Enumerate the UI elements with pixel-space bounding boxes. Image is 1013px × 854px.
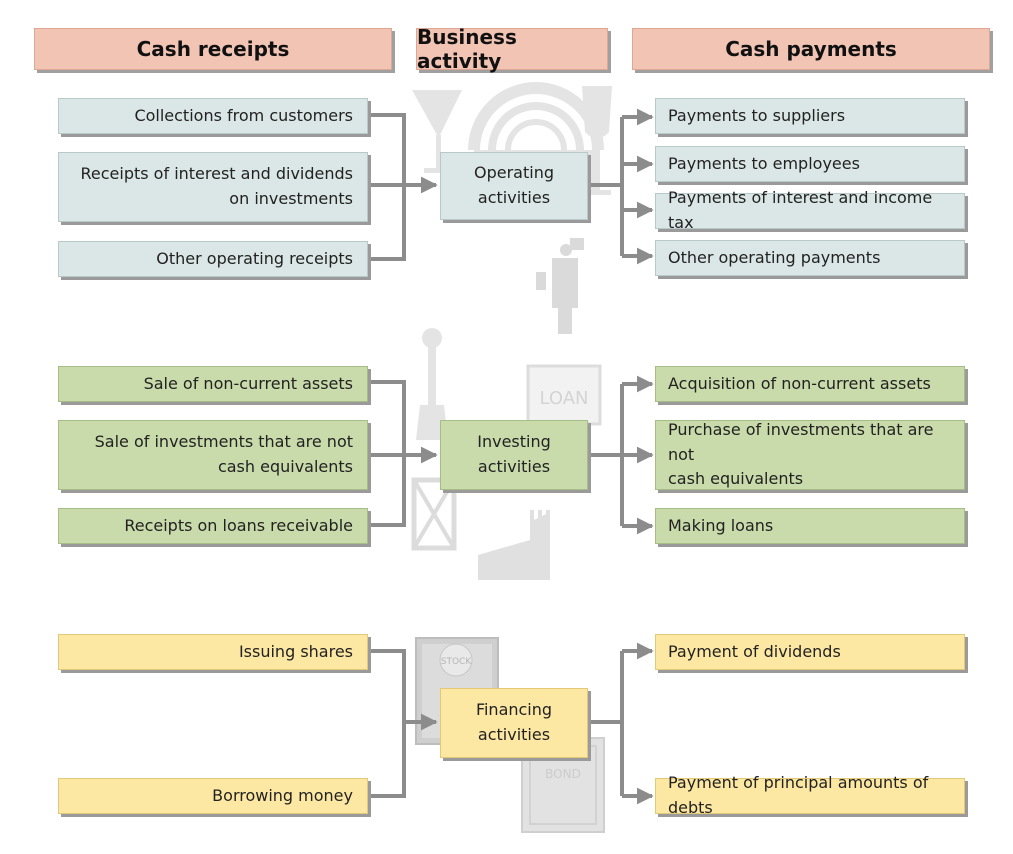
investing-activity-text: Investing activities (477, 432, 551, 476)
stock-certificate-text: STOCK (441, 657, 473, 667)
operating-payment-text: Payments of interest and income tax (668, 188, 933, 232)
investing-payment-box: Purchase of investments that are not cas… (655, 420, 965, 490)
waiter-icon (536, 238, 584, 334)
financing-receipts-connector (369, 649, 438, 798)
operating-payments-connector (590, 108, 654, 265)
investing-payment-box: Making loans (655, 508, 965, 544)
operating-activity-text: Operating activities (474, 163, 554, 207)
financing-payments-connector (590, 642, 654, 805)
operating-receipt-text: Receipts of interest and dividends on in… (80, 164, 354, 208)
financing-payment-box: Payment of principal amounts of debts (655, 773, 965, 817)
operating-payment-box: Payments of interest and income tax (655, 188, 965, 232)
investing-receipt-box: Sale of investments that are not cash eq… (58, 420, 368, 490)
operating-receipt-text: Collections from customers (134, 105, 353, 125)
investing-receipt-box: Sale of non-current assets (58, 366, 368, 402)
financing-activity-text: Financing activities (475, 700, 553, 744)
investing-payment-text: Purchase of investments that are not cas… (668, 419, 934, 489)
financing-payment-box: Payment of dividends (655, 634, 965, 670)
martini-glass-icon (412, 90, 462, 173)
factory-icon (478, 510, 550, 580)
business-activity-header: Business activity (416, 25, 608, 73)
loan-sign-icon: LOAN (526, 364, 602, 426)
financing-payment-text: Payment of dividends (668, 641, 841, 661)
operating-receipt-box: Receipts of interest and dividends on in… (58, 152, 368, 222)
investing-receipt-text: Sale of investments that are not cash eq… (94, 432, 353, 476)
operating-payment-box: Payments to employees (655, 146, 965, 182)
operating-receipts-connector (369, 113, 438, 261)
cash-payments-header-text: Cash payments (725, 37, 897, 61)
financing-receipt-text: Issuing shares (238, 641, 353, 661)
operating-payment-text: Payments to suppliers (668, 105, 846, 125)
investing-receipt-text: Sale of non-current assets (143, 373, 353, 393)
operating-activity-box: Operating activities (440, 152, 588, 220)
bond-certificate-text: BOND (545, 767, 581, 781)
loan-sign-text: LOAN (539, 388, 588, 409)
operating-receipt-text: Other operating receipts (156, 248, 353, 268)
investing-payment-text: Making loans (668, 515, 774, 535)
operating-payment-text: Other operating payments (668, 247, 881, 267)
operating-payment-box: Payments to suppliers (655, 98, 965, 134)
investing-payment-box: Acquisition of non-current assets (655, 366, 965, 402)
financing-receipt-box: Issuing shares (58, 634, 368, 670)
investing-activity-box: Investing activities (440, 420, 588, 490)
financing-activity-box: Financing activities (440, 688, 588, 758)
financing-payment-text: Payment of principal amounts of debts (668, 773, 929, 817)
cash-receipts-header-text: Cash receipts (136, 37, 290, 61)
operating-receipt-box: Other operating receipts (58, 241, 368, 277)
wine-glass-icon (582, 86, 612, 195)
investing-payment-text: Acquisition of non-current assets (668, 373, 931, 393)
investing-receipts-connector (369, 380, 438, 527)
investing-payments-connector (590, 375, 654, 535)
investing-receipt-box: Receipts on loans receivable (58, 508, 368, 544)
investing-receipt-text: Receipts on loans receivable (124, 515, 353, 535)
operating-receipt-box: Collections from customers (58, 98, 368, 134)
operating-payment-box: Other operating payments (655, 240, 965, 276)
cash-receipts-header: Cash receipts (34, 28, 392, 70)
financing-receipt-text: Borrowing money (212, 785, 353, 805)
business-activity-header-text: Business activity (417, 25, 517, 73)
financing-receipt-box: Borrowing money (58, 778, 368, 814)
operating-payment-text: Payments to employees (668, 153, 860, 173)
cash-payments-header: Cash payments (632, 28, 990, 70)
